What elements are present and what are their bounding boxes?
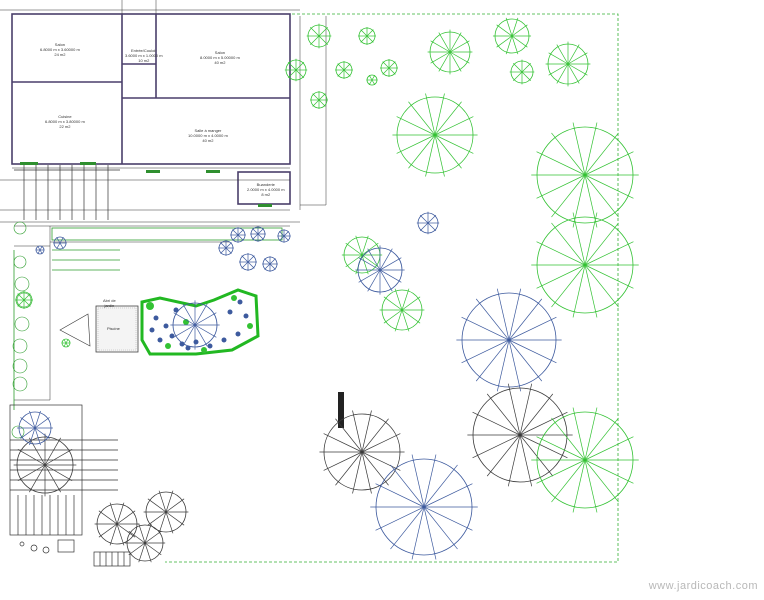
- tree-symbol: [250, 226, 266, 242]
- tree-symbol: [61, 338, 71, 348]
- tree-symbol: [239, 253, 257, 271]
- windows: [20, 162, 272, 207]
- tree-symbol: [277, 229, 291, 243]
- tree-symbol: [416, 211, 440, 235]
- tree-symbol: [341, 235, 383, 275]
- tree-symbol: [545, 41, 591, 87]
- trees: [13, 17, 639, 563]
- pergola: [14, 165, 120, 220]
- tree-symbol: [319, 410, 405, 494]
- tree-symbol: [467, 383, 573, 487]
- tree-symbol: [15, 291, 33, 309]
- deck: [9, 404, 131, 567]
- tree-symbol: [53, 236, 67, 250]
- garden-shed: [59, 313, 91, 347]
- pool: [95, 305, 139, 353]
- tree-symbol: [509, 59, 535, 85]
- tree-symbol: [218, 240, 234, 256]
- tree-symbol: [392, 93, 478, 177]
- garden-post: [338, 392, 344, 428]
- tree-symbol: [13, 433, 77, 497]
- tree-symbol: [335, 61, 353, 79]
- tree-symbol: [531, 407, 639, 513]
- tree-symbol: [531, 122, 639, 228]
- tree-symbol: [427, 29, 473, 75]
- tree-symbol: [230, 227, 246, 243]
- left-hedge: [11, 221, 32, 439]
- tree-symbol: [456, 288, 562, 392]
- property-boundary: [165, 13, 619, 563]
- tree-symbol: [492, 17, 532, 55]
- house-walls: [11, 13, 291, 205]
- tree-symbol: [306, 23, 332, 49]
- tree-symbol: [284, 58, 308, 82]
- tree-symbol: [379, 288, 425, 332]
- room-label-piscine: Piscine: [107, 326, 120, 331]
- tree-symbol: [143, 490, 189, 534]
- tree-symbol: [370, 454, 478, 560]
- tree-symbol: [170, 300, 220, 350]
- tree-symbol: [355, 245, 405, 295]
- tree-symbol: [358, 27, 376, 45]
- tree-symbol: [531, 212, 639, 318]
- tree-symbol: [94, 502, 140, 546]
- tree-symbol: [262, 256, 278, 272]
- watermark: www.jardicoach.com: [648, 580, 758, 592]
- tree-symbol: [17, 410, 53, 446]
- tree-symbol: [380, 59, 398, 77]
- tree-symbol: [310, 91, 328, 109]
- tree-symbol: [366, 74, 378, 86]
- tree-symbol: [35, 245, 45, 255]
- tree-symbol: [124, 523, 166, 563]
